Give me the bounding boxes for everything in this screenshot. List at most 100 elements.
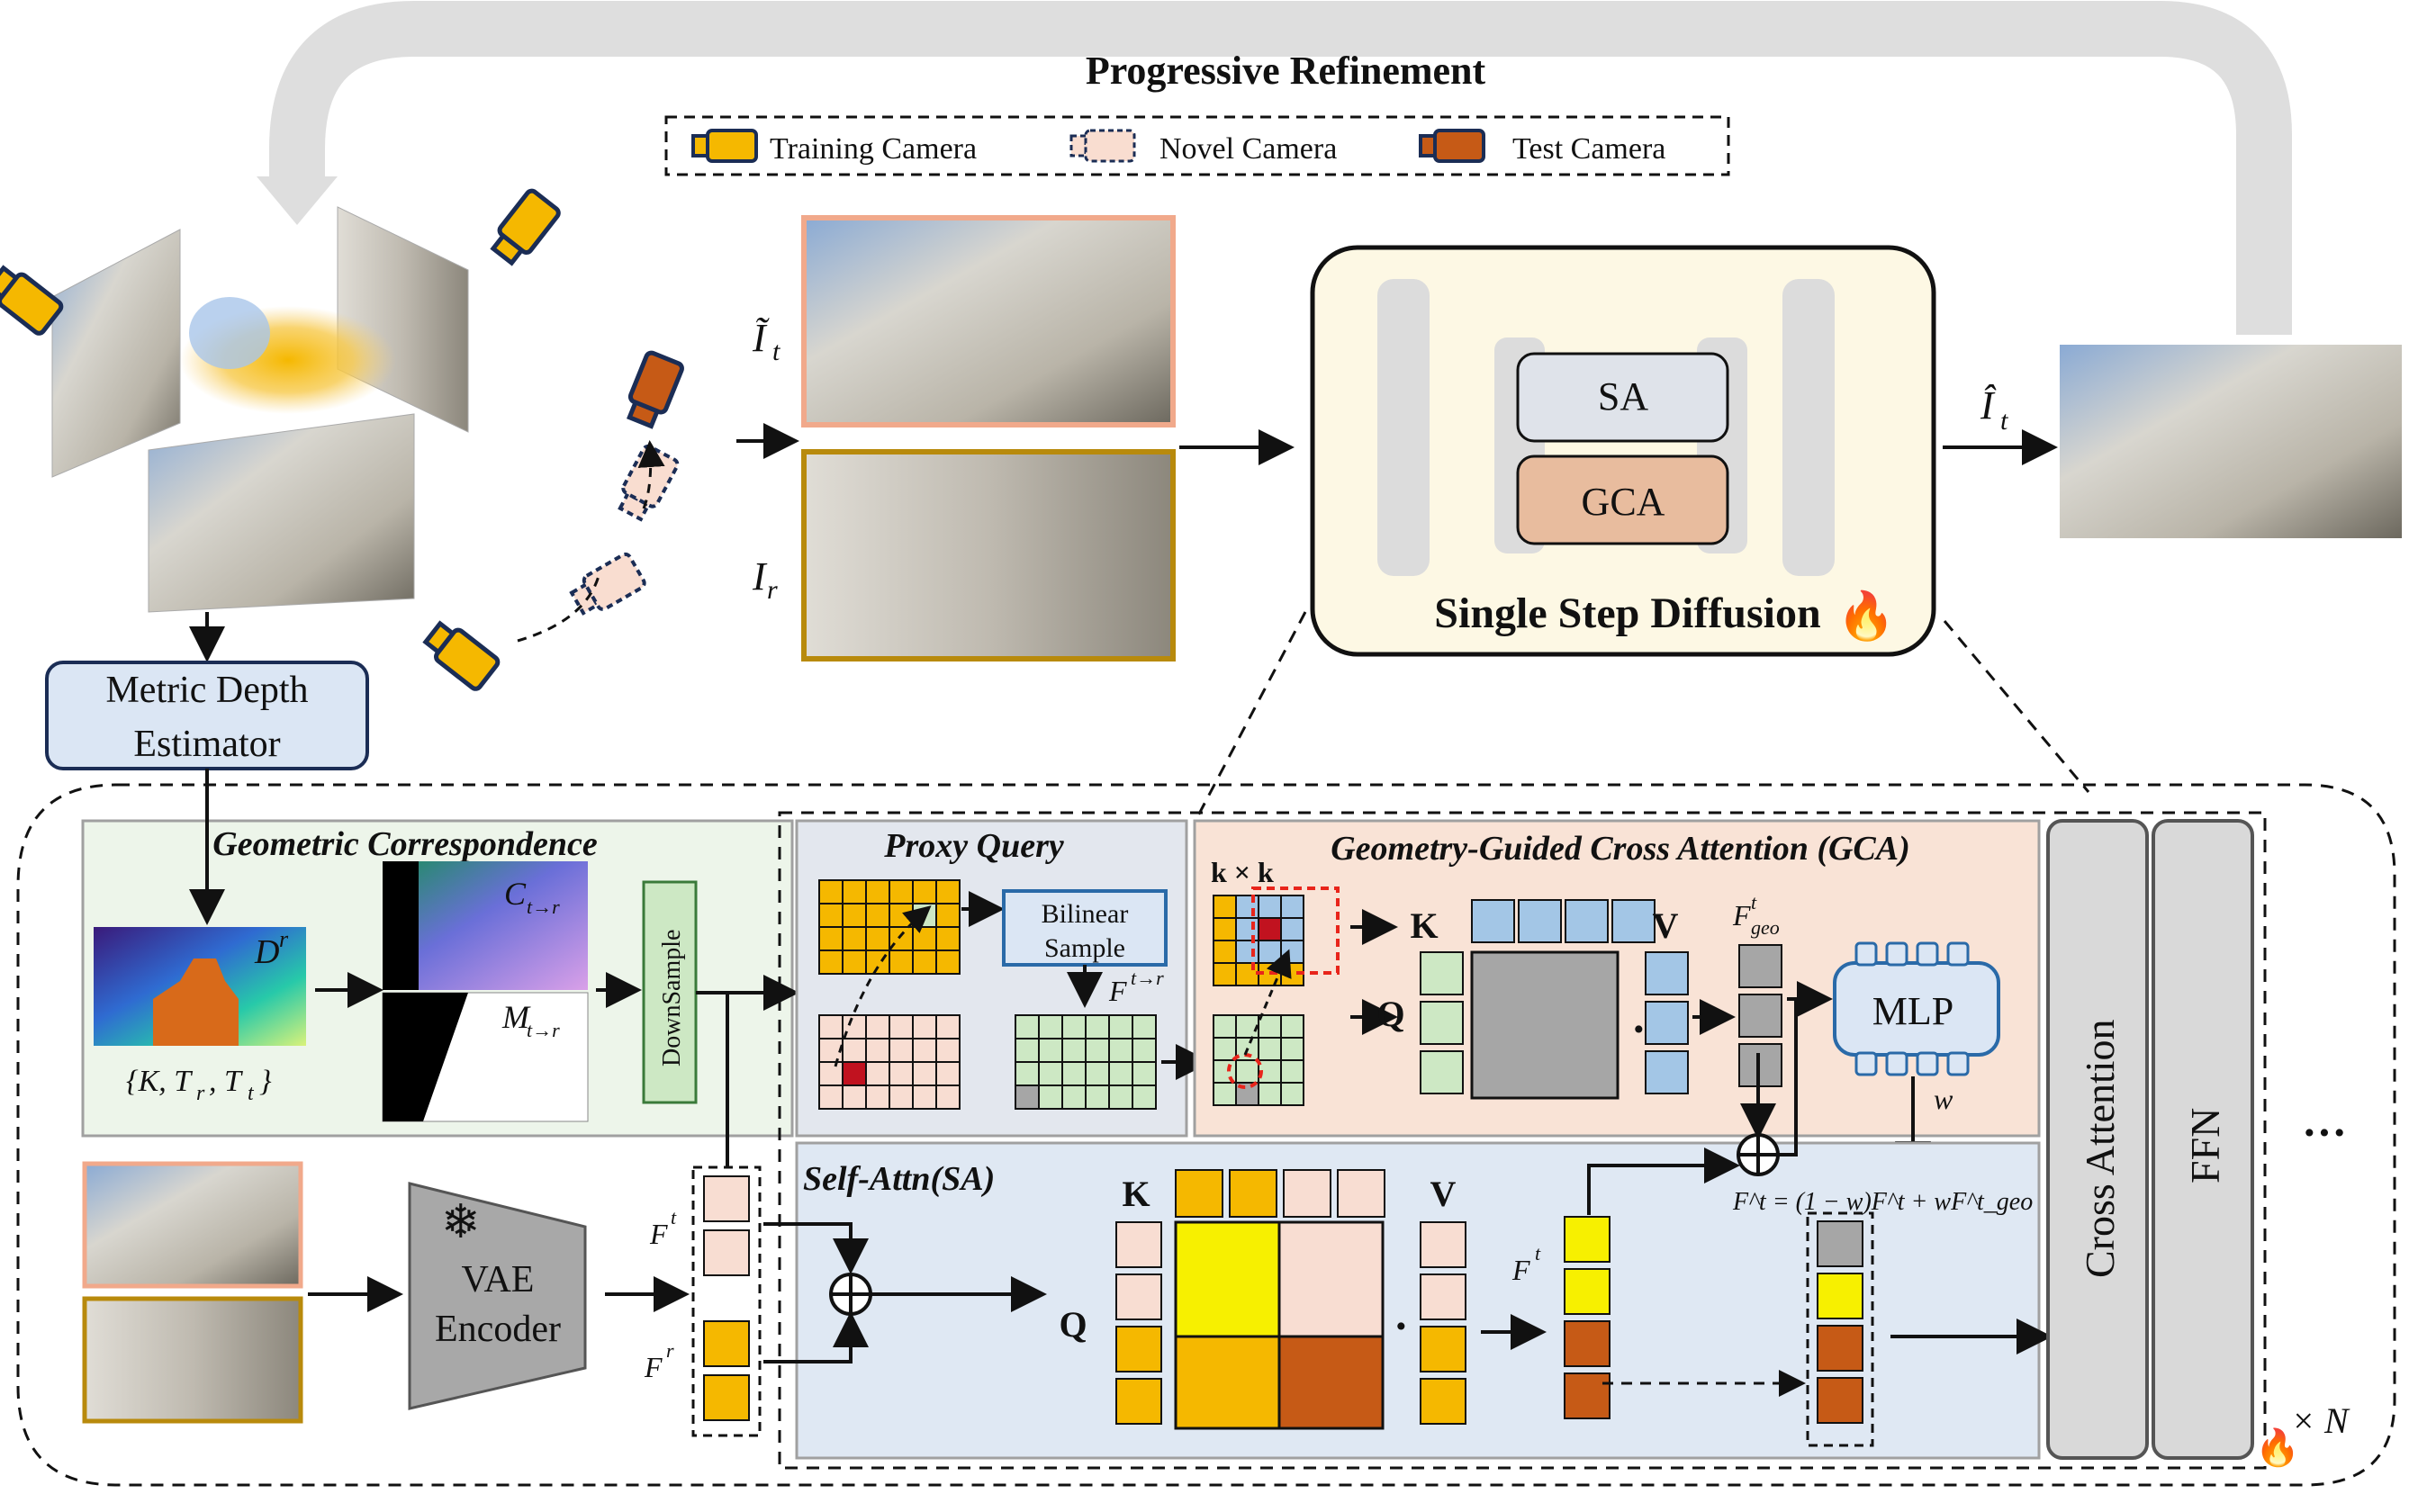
grid-cell [865,1014,890,1040]
svg-text:Sample: Sample [1044,933,1125,963]
grid-cell [912,926,937,951]
times-n: × N [2291,1400,2350,1441]
svg-text:·: · [1631,1004,1647,1054]
grid-cell [842,903,867,928]
grid-cell [1061,1084,1087,1110]
grid-cell [889,903,914,928]
fused-tokens [1817,1220,1863,1424]
reference-image [801,449,1176,662]
svg-text:t: t [772,337,780,366]
vae-encoder [408,1182,587,1410]
svg-text:r: r [196,1082,205,1105]
f-r-token [703,1320,750,1367]
svg-text:K: K [1122,1174,1150,1214]
svg-text:r: r [279,926,289,952]
grid-cell [912,903,937,928]
svg-text:Geometry-Guided Cross Attentio: Geometry-Guided Cross Attention (GCA) [1331,830,1910,868]
mlp-block: MLP [1833,941,2000,1076]
grid-cell [1280,895,1304,919]
grid-cell [1258,1037,1282,1061]
grid-cell [842,879,867,904]
grid-cell [912,1084,937,1110]
ffn-block: FFN [2152,819,2254,1460]
ellipsis: ··· [2302,1107,2347,1157]
proxy-feature-grid [818,879,961,975]
vae-feature-tokens [703,1175,750,1421]
grid-cell [865,950,890,975]
svg-text:Q: Q [1059,1304,1087,1345]
progressive-refinement-loop [257,0,2292,335]
v-token [1420,1221,1466,1268]
grid-cell [1213,940,1237,964]
grid-cell [1061,1061,1087,1086]
svg-text:M: M [501,999,531,1035]
fire-icon: 🔥 [1837,589,1896,643]
k-token [1283,1169,1331,1218]
q-token [1420,1050,1464,1094]
fused-token [1817,1220,1863,1267]
v-token [1645,1001,1689,1045]
svg-text:Metric Depth: Metric Depth [105,670,308,711]
grid-cell [842,926,867,951]
grid-cell [935,950,961,975]
svg-text:MLP: MLP [1872,989,1953,1033]
grid-cell [1085,1084,1110,1110]
grid-cell [1015,1014,1040,1040]
svg-text:geo: geo [1751,916,1780,939]
output-token [1564,1320,1611,1367]
grid-cell [1213,1037,1237,1061]
fused-token [1817,1377,1863,1424]
grid-cell [1258,1014,1282,1039]
grid-cell [889,1061,914,1086]
k-token [1611,899,1656,943]
grid-cell [1280,1059,1304,1084]
camera-icon [1069,129,1136,163]
grid-cell [935,879,961,904]
grid-cell [1213,917,1237,941]
grid-cell [865,1061,890,1086]
svg-text:Estimator: Estimator [133,724,280,765]
q-token [1420,1001,1464,1045]
svg-text:{K, T: {K, T [126,1065,193,1098]
grid-cell [1085,1014,1110,1040]
grid-cell [1015,1061,1040,1086]
svg-text:Cross Attention: Cross Attention [2077,1019,2123,1278]
svg-text:V: V [1430,1174,1457,1214]
grid-cell [865,1084,890,1110]
fire-icon: 🔥 [2255,1426,2300,1468]
grid-cell [935,1014,961,1040]
grid-cell [935,1061,961,1086]
svg-text:k × k: k × k [1211,856,1274,888]
svg-text:t→r: t→r [1131,967,1164,989]
fused-token [1817,1273,1863,1319]
grid-cell [1108,1084,1133,1110]
grid-cell [865,1038,890,1063]
svg-text:FFN: FFN [2182,1108,2228,1184]
svg-text:, T: , T [209,1065,243,1098]
snowflake-icon: ❄ [441,1197,481,1248]
grid-cell [1213,1082,1237,1106]
grid-cell [842,1061,867,1086]
grid-cell [1108,1014,1133,1040]
label-i-hat-t: Î [1980,383,1997,428]
svg-text:Bilinear: Bilinear [1042,899,1129,929]
camera-icon [490,188,561,266]
sa-k-tokens [1175,1169,1385,1218]
output-token [1564,1216,1611,1263]
grid-cell [842,1084,867,1110]
geometric-correspondence-panel: Geometric Correspondence D r {K, T r , T… [81,769,794,1138]
grid-cell [1015,1084,1040,1110]
grid-cell [1038,1061,1063,1086]
grid-cell [1132,1084,1157,1110]
grid-cell [818,903,844,928]
vae-encoder-path: ❄ VAE Encoder F t F r [82,1161,762,1437]
sa-v-tokens [1420,1221,1466,1425]
grid-cell [865,926,890,951]
target-feature-grid [818,1014,961,1110]
svg-text:}: } [259,1065,272,1098]
detail-container [16,783,2396,1487]
svg-text:C: C [504,876,527,912]
svg-text:Encoder: Encoder [435,1309,561,1350]
title: Progressive Refinement [1086,49,1486,93]
gca-panel: Geometry-Guided Cross Attention (GCA) k … [1193,819,2041,1177]
